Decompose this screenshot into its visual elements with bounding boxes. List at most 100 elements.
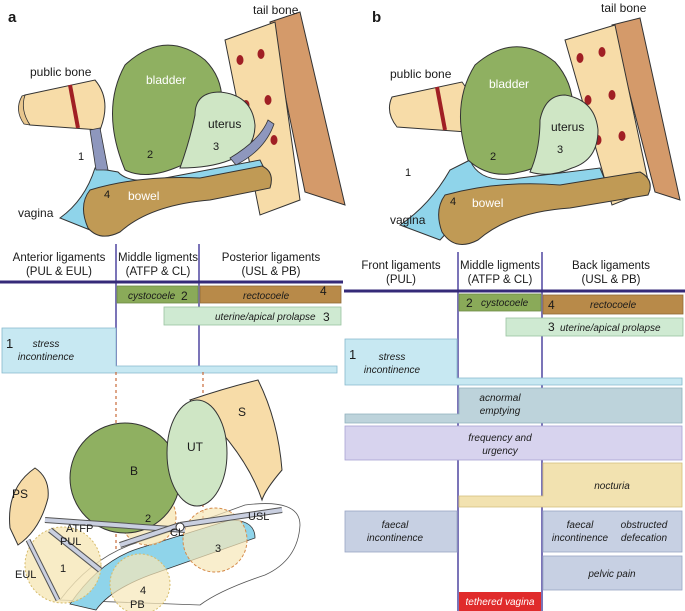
zone-1-circle: [24, 526, 102, 604]
atfp-label: ATFP: [66, 523, 93, 535]
bar-b-tethered-vagina: [459, 592, 541, 611]
tail-bone-label: tail bone: [253, 3, 299, 17]
uterus-ut-shape: [166, 399, 228, 507]
header-anterior-line1: Anterior ligaments: [13, 252, 106, 264]
zone-4-circle: [109, 553, 171, 611]
panel-a: a tail bone public bone vagina 1 bladd: [8, 3, 346, 237]
panel-a-letter: a: [8, 9, 17, 26]
bowel-b-shape: [438, 171, 651, 245]
bladder-label: bladder: [146, 73, 186, 87]
zone-num-4: 4: [140, 585, 146, 597]
header-back-line1: Back ligaments: [572, 260, 650, 272]
b-frequency-line2: urgency: [482, 446, 519, 457]
bar-b-uterine-prolapse: [505, 317, 684, 337]
bar-b-faecal-incontinence-front: [344, 510, 458, 553]
bar-b-abnormal-emptying: [344, 387, 683, 424]
bar-b-cystocoele: [458, 293, 542, 312]
b-faecal2-line2: incontinence: [552, 533, 609, 544]
anat-b-num-4: 4: [450, 196, 456, 208]
header-posterior-line1: Posterior ligaments: [222, 252, 321, 264]
header-middle-b-line2: (ATFP & CL): [468, 274, 533, 286]
anat-num-2: 2: [147, 149, 153, 161]
cystocoele-label: cystocoele: [128, 291, 176, 302]
pubic-bone: [18, 79, 106, 131]
header-front-line2: (PUL): [386, 274, 416, 286]
bar-stress-incontinence: [1, 327, 338, 374]
bowel-label: bowel: [128, 189, 159, 203]
b-uterine-prolapse-num: 3: [548, 320, 555, 334]
eul-label: EUL: [15, 569, 36, 581]
header-back-line2: (USL & PB): [581, 274, 640, 286]
b-frequency-line1: frequency and: [468, 433, 532, 444]
bladder-b-anat-label: bladder: [489, 77, 529, 91]
uterus-ut-label: UT: [187, 440, 204, 454]
panel-a-pelvic-floor: S B UT PS ATFP PUL CL USL EUL: [9, 372, 301, 611]
zone-num-1: 1: [60, 563, 66, 575]
b-pelvic-pain-label: pelvic pain: [587, 569, 636, 580]
bar-cystocoele: [116, 285, 199, 304]
b-faecal2-line1: faecal: [567, 520, 594, 531]
bar-b-frequency-urgency: [344, 425, 683, 461]
tail-bone-b-label: tail bone: [601, 1, 647, 15]
bar-b-faecal-obstructed-back: [542, 510, 683, 553]
b-nocturia-label: nocturia: [594, 481, 630, 492]
b-abnormal-line1: acnormal: [479, 393, 521, 404]
anat-b-num-3: 3: [557, 144, 563, 156]
header-middle-line1: Middle ligments: [118, 252, 198, 264]
panel-a-table: Anterior ligaments (PUL & EUL) Middle li…: [0, 244, 343, 374]
pul-label: PUL: [60, 536, 81, 548]
bar-uterine-prolapse: [163, 306, 342, 326]
pubic-bone-b: [388, 81, 472, 133]
bladder-b-label: B: [130, 464, 138, 478]
b-rectocoele-num: 4: [548, 298, 555, 312]
uterus-label: uterus: [208, 117, 241, 131]
b-obstructed-line1: obstructed: [621, 520, 668, 531]
pb-label: PB: [130, 599, 145, 611]
b-tethered-label: tethered vagina: [466, 597, 535, 608]
bar-rectocoele: [199, 285, 342, 304]
b-faecal-line1: faecal: [382, 520, 409, 531]
cl-label: CL: [170, 527, 184, 539]
header-posterior-line2: (USL & PB): [241, 266, 300, 278]
uterus-b-shape: [529, 94, 599, 175]
rectocoele-num: 4: [320, 284, 327, 298]
panel-b-table: Front ligaments (PUL) Middle ligments (A…: [344, 252, 685, 611]
anat-b-num-2: 2: [490, 151, 496, 163]
pul-ligament: [48, 528, 102, 572]
b-stress-line1: stress: [379, 352, 406, 363]
cl-ligament: [119, 523, 181, 547]
b-cystocoele-num: 2: [466, 296, 473, 310]
usl-ligament: [179, 508, 283, 527]
b-rectocoele-label: rectocoele: [590, 300, 637, 311]
zone-num-3: 3: [215, 543, 221, 555]
stress-num: 1: [6, 336, 13, 351]
b-abnormal-line2: emptying: [480, 406, 521, 417]
eul-ligament: [26, 539, 60, 601]
anat-b-num-1: 1: [405, 167, 411, 179]
bladder-b-shape: [69, 422, 181, 534]
b-uterine-prolapse-label: uterine/apical prolapse: [560, 323, 661, 334]
bowel-b-label: bowel: [472, 196, 503, 210]
b-cystocoele-label: cystocoele: [481, 298, 529, 309]
pubic-bone-label: public bone: [30, 65, 92, 79]
panel-b: b tail bone public bone vagina 1 bladder…: [372, 1, 681, 245]
bar-b-rectocoele: [542, 294, 684, 315]
tail-bone-b: [564, 17, 681, 206]
header-anterior-line2: (PUL & EUL): [26, 266, 92, 278]
anat-num-1: 1: [78, 151, 84, 163]
cl-node: [175, 522, 185, 532]
uterine-prolapse-num: 3: [323, 310, 330, 324]
zone-num-2: 2: [145, 513, 151, 525]
pubic-symphysis-label: PS: [12, 487, 28, 501]
uterus-shape: [179, 91, 256, 169]
header-front-line1: Front ligaments: [361, 260, 441, 272]
uterosacral-ligament: [229, 119, 275, 166]
header-middle-line2: (ATFP & CL): [126, 266, 191, 278]
anat-num-3: 3: [213, 141, 219, 153]
b-obstructed-line2: defecation: [621, 533, 668, 544]
uterus-b-label: uterus: [551, 120, 584, 134]
b-faecal-line2: incontinence: [367, 533, 424, 544]
ligament-1: [89, 127, 109, 171]
panel-b-letter: b: [372, 9, 381, 26]
b-stress-line2: incontinence: [364, 365, 421, 376]
